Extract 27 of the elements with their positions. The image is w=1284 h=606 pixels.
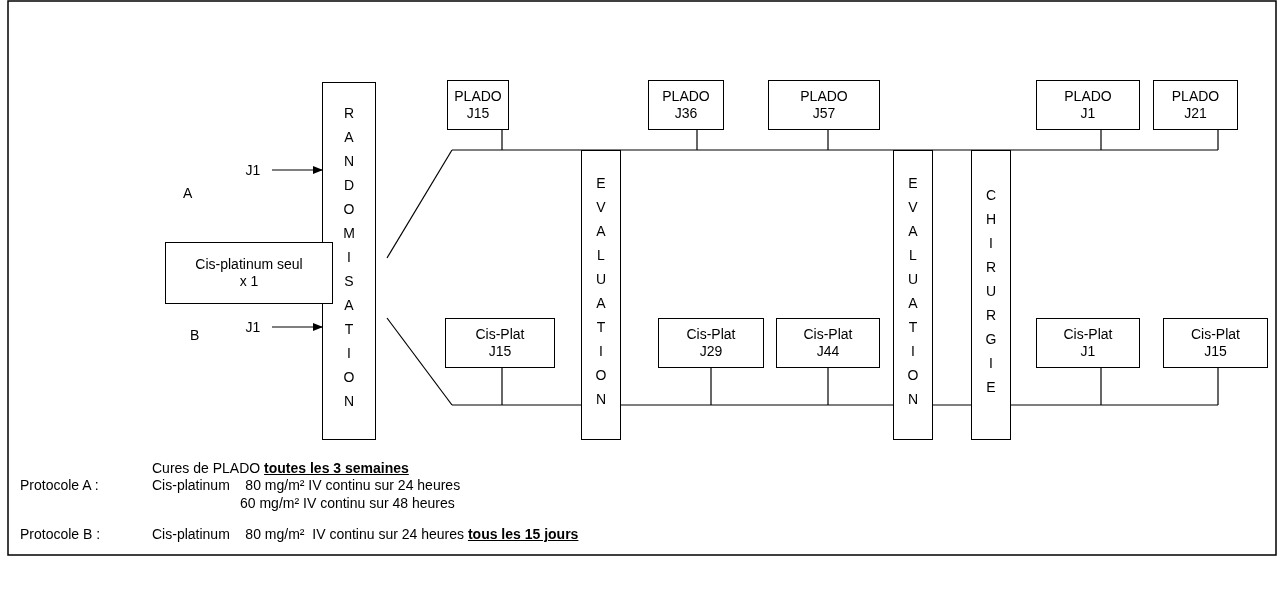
- vertical-label-box: CHIRURGIE: [971, 150, 1011, 440]
- treatment-box: PLADO J1: [1036, 80, 1140, 130]
- arm-label: A: [183, 185, 193, 201]
- treatment-box: PLADO J15: [447, 80, 509, 130]
- treatment-box: Cis-Plat J15: [1163, 318, 1268, 368]
- vertical-label-box: RANDOMISATION: [322, 82, 376, 440]
- treatment-box: PLADO J21: [1153, 80, 1238, 130]
- protocol-label: Protocole A :: [20, 477, 99, 493]
- day-label: J1: [238, 160, 268, 180]
- dose-text: 60 mg/m² IV continu sur 48 heures: [240, 495, 455, 511]
- arrow: [271, 323, 323, 331]
- note-text: Cures de PLADO toutes les 3 semaines: [152, 460, 409, 476]
- treatment-box: Cis-platinum seul x 1: [165, 242, 333, 304]
- treatment-box: Cis-Plat J1: [1036, 318, 1140, 368]
- vertical-label-box: EVALUATION: [893, 150, 933, 440]
- arrow: [271, 166, 323, 174]
- vertical-label-box: EVALUATION: [581, 150, 621, 440]
- treatment-box: Cis-Plat J44: [776, 318, 880, 368]
- treatment-box: PLADO J36: [648, 80, 724, 130]
- treatment-box: Cis-Plat J29: [658, 318, 764, 368]
- day-label: J1: [238, 317, 268, 337]
- arm-label: B: [190, 327, 200, 343]
- treatment-box: PLADO J57: [768, 80, 880, 130]
- dose-text: Cis-platinum 80 mg/m² IV continu sur 24 heures: [152, 477, 461, 493]
- protocol-label: Protocole B :: [20, 526, 101, 542]
- treatment-box: Cis-Plat J15: [445, 318, 555, 368]
- dose-text: Cis-platinum 80 mg/m² IV continu sur 24 heures tous les 15 jours: [152, 526, 579, 542]
